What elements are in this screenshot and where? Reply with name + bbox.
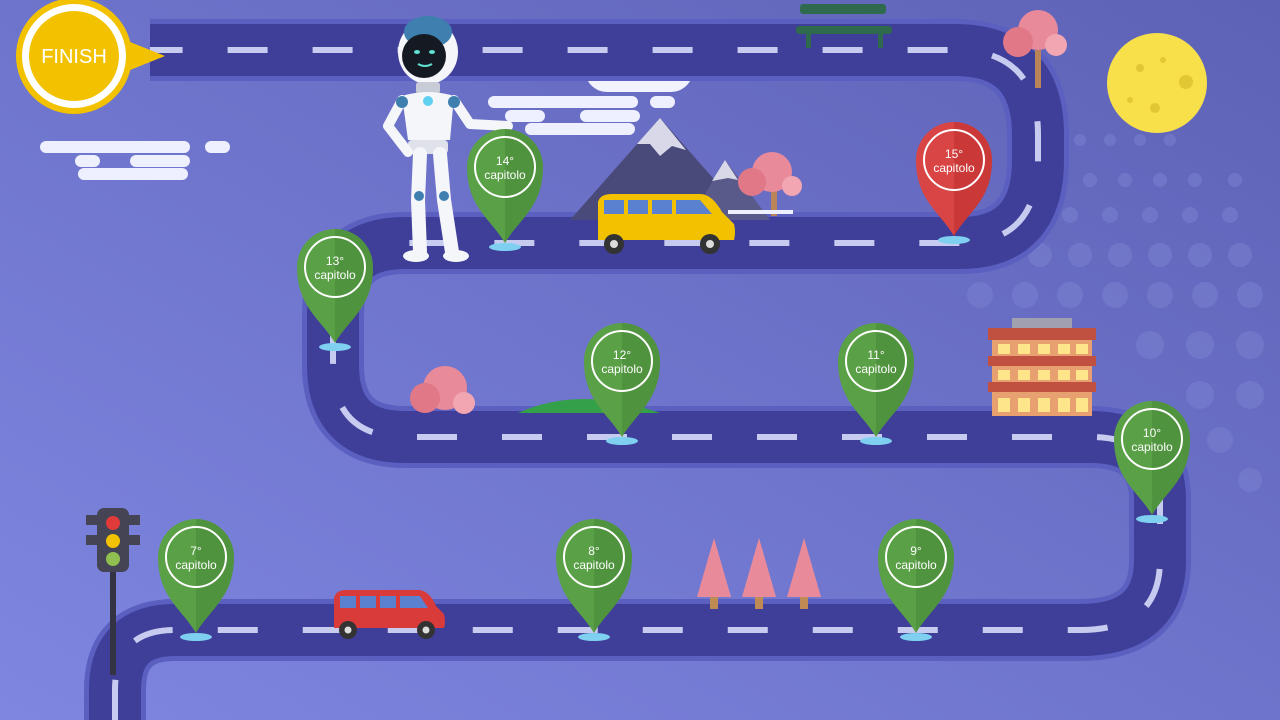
chapter-pin-12[interactable]: 12°capitolo — [584, 323, 660, 445]
pin-base — [900, 633, 932, 641]
yellow-van-icon — [598, 194, 793, 254]
pin-ring — [304, 236, 366, 298]
pin-base — [606, 437, 638, 445]
pin-ring — [474, 136, 536, 198]
chapter-number: 7° — [190, 544, 202, 558]
pin-ring — [591, 330, 653, 392]
chapter-word: capitolo — [314, 268, 356, 282]
tree-center-left-icon — [410, 366, 475, 414]
road — [84, 19, 1191, 720]
bench-icon — [796, 4, 892, 48]
tree-mountain-icon — [738, 152, 802, 216]
pin-base — [319, 343, 351, 351]
bokeh-dots — [967, 134, 1264, 492]
chapter-word: capitolo — [1131, 440, 1173, 454]
chapter-word: capitolo — [175, 558, 217, 572]
chapter-pin-14[interactable]: 14°capitolo — [467, 129, 543, 251]
chapter-number: 12° — [613, 348, 631, 362]
chapter-number: 9° — [910, 544, 922, 558]
chapter-pin-15[interactable]: 15°capitolo — [916, 122, 992, 244]
pin-ring — [165, 526, 227, 588]
pin-base — [1136, 515, 1168, 523]
chapter-word: capitolo — [573, 558, 615, 572]
chapter-pin-8[interactable]: 8°capitolo — [555, 518, 633, 641]
pin-ring — [1121, 408, 1183, 470]
finish-label: FINISH — [41, 46, 107, 68]
red-car-icon — [334, 590, 445, 639]
chapter-word: capitolo — [484, 168, 526, 182]
chapter-pin-7[interactable]: 7°capitolo — [158, 519, 234, 641]
robot-character-icon — [383, 16, 513, 262]
cloud-center — [488, 96, 675, 135]
chapter-word: capitolo — [855, 362, 897, 376]
chapter-pin-10[interactable]: 10°capitolo — [1114, 401, 1190, 523]
pin-ring — [885, 526, 947, 588]
tree-top-right-icon — [1003, 10, 1067, 88]
chapter-pin-9[interactable]: 9°capitolo — [878, 519, 954, 641]
pin-ring — [563, 526, 625, 588]
cloud-left — [40, 141, 230, 180]
pin-base — [578, 633, 610, 641]
pine-trees-icon — [697, 538, 821, 609]
chapter-pin-13[interactable]: 13°capitolo — [297, 228, 374, 351]
chapter-word: capitolo — [895, 558, 937, 572]
pin-ring — [923, 129, 985, 191]
chapter-number: 8° — [588, 544, 600, 558]
chapter-number: 14° — [496, 154, 514, 168]
pin-base — [938, 236, 970, 244]
chapter-pin-11[interactable]: 11°capitolo — [838, 323, 914, 445]
traffic-light-icon — [86, 508, 140, 675]
chapter-number: 11° — [867, 348, 884, 362]
pin-ring — [845, 330, 907, 392]
building-icon — [988, 318, 1096, 416]
chapter-word: capitolo — [601, 362, 643, 376]
chapter-number: 15° — [945, 147, 963, 161]
chapter-number: 13° — [326, 254, 344, 268]
pin-base — [489, 243, 521, 251]
chapter-pins: 7°capitolo8°capitolo9°capitolo10°capitol… — [158, 122, 1190, 641]
pin-base — [180, 633, 212, 641]
finish-badge[interactable]: FINISH — [16, 0, 165, 114]
chapter-word: capitolo — [933, 161, 975, 175]
pin-base — [860, 437, 892, 445]
moon-icon — [1107, 33, 1207, 133]
chapter-number: 10° — [1143, 426, 1161, 440]
